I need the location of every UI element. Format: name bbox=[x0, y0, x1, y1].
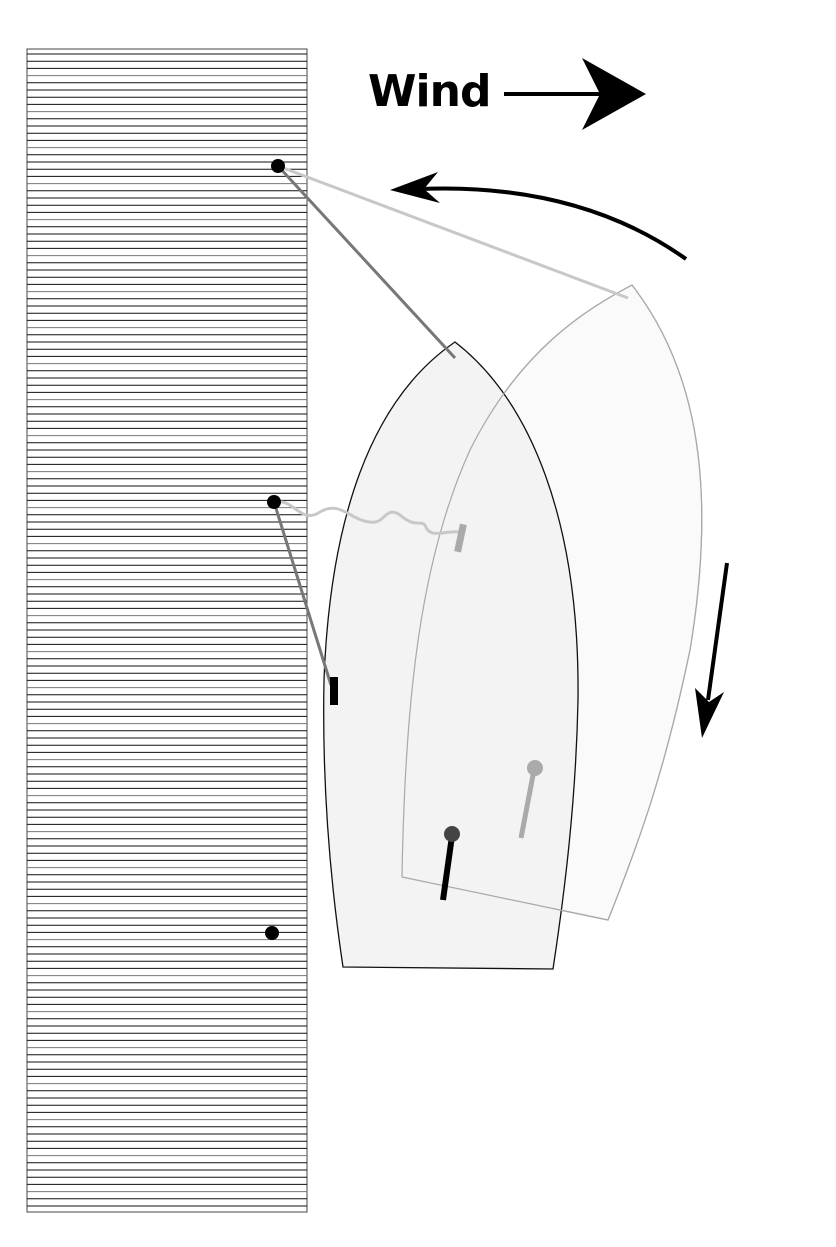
spring-line-slack bbox=[273, 500, 461, 535]
bow-line bbox=[276, 164, 457, 360]
bollard-top bbox=[271, 159, 285, 173]
bollard-bottom bbox=[265, 926, 279, 940]
spring-line bbox=[272, 501, 333, 686]
dock bbox=[26, 48, 308, 1213]
drift-arrow bbox=[706, 562, 729, 701]
bollard-middle bbox=[267, 495, 281, 509]
bow-line-ghost bbox=[277, 164, 629, 300]
wind-label: Wind bbox=[368, 66, 491, 117]
boat bbox=[323, 341, 579, 970]
tiller bbox=[440, 835, 455, 901]
tiller-ghost bbox=[518, 769, 537, 839]
rotation-arrow bbox=[419, 186, 688, 261]
cleat-ghost bbox=[454, 523, 467, 553]
dock-planks bbox=[27, 53, 307, 1207]
cleat bbox=[330, 677, 338, 705]
